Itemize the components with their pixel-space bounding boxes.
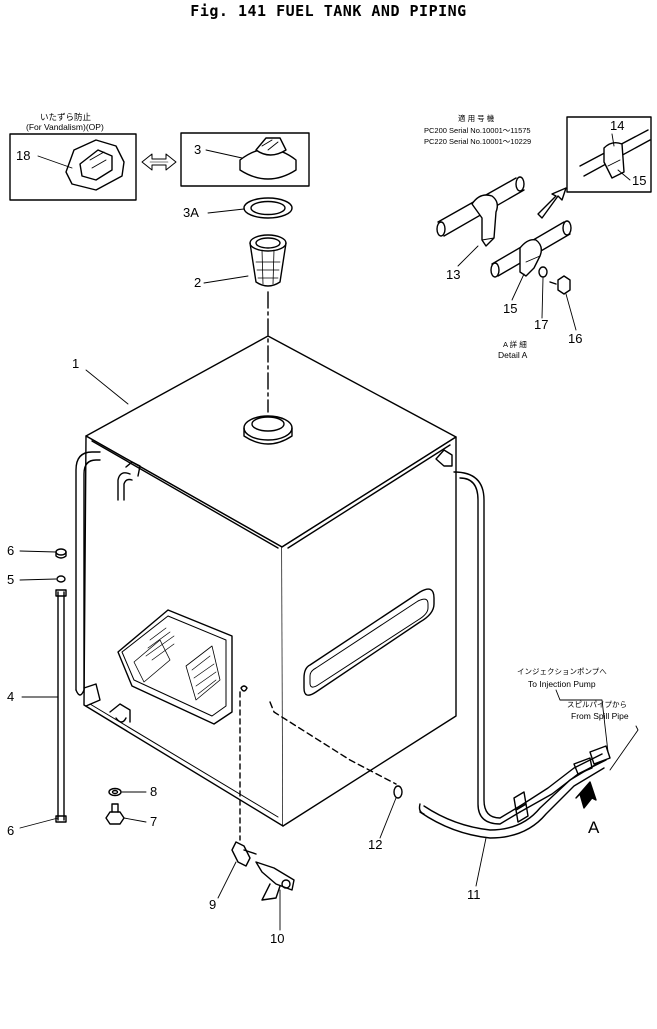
callout-3a: 3A (183, 205, 199, 220)
callout-3: 3 (194, 142, 202, 157)
callout-6-top: 6 (7, 543, 15, 558)
callout-1: 1 (72, 356, 80, 371)
serial-caption-jp: 適 用 号 機 (458, 114, 495, 123)
callout-2: 2 (194, 275, 202, 290)
figure-title: Fig. 141 FUEL TANK AND PIPING (190, 2, 467, 20)
detail-a (437, 117, 651, 294)
serial-line-1: PC200 Serial No.10001～11575 (424, 126, 531, 135)
vandalism-caption-jp: いたずら防止 (40, 112, 92, 122)
callout-11: 11 (467, 887, 481, 902)
vandalism-caption-en: (For Vandalism)(OP) (26, 122, 104, 132)
callout-16: 16 (568, 331, 583, 346)
view-a-label: A (588, 818, 600, 837)
callout-8: 8 (150, 784, 158, 799)
drain-valve (232, 692, 294, 900)
serial-line-2: PC220 Serial No.10001～10229 (424, 137, 532, 146)
level-gauge (56, 452, 132, 824)
callout-14: 14 (610, 118, 625, 133)
detail-caption-jp: A 詳 細 (503, 340, 527, 349)
callout-6-bottom: 6 (7, 823, 15, 838)
callout-7: 7 (150, 814, 158, 829)
callout-9: 9 (209, 897, 217, 912)
leader-lines (20, 134, 630, 930)
spill-caption-jp: スピルパイプから (567, 700, 627, 709)
callout-5: 5 (7, 572, 15, 587)
callout-15: 15 (503, 301, 518, 316)
filler-parts (10, 133, 309, 412)
callout-4: 4 (7, 689, 15, 704)
callout-18: 18 (16, 148, 31, 163)
callout-15-inset: 15 (632, 173, 647, 188)
callout-10: 10 (270, 931, 285, 946)
fuel-tank (84, 336, 456, 826)
fuel-hoses (270, 472, 638, 838)
callout-12: 12 (368, 837, 383, 852)
callout-17: 17 (534, 317, 549, 332)
detail-caption-en: Detail A (498, 350, 528, 360)
callout-13: 13 (446, 267, 461, 282)
spill-caption-en: From Spill Pipe (571, 711, 629, 721)
injection-caption-jp: インジェクションポンプへ (517, 667, 607, 676)
injection-caption-en: To Injection Pump (528, 679, 596, 689)
